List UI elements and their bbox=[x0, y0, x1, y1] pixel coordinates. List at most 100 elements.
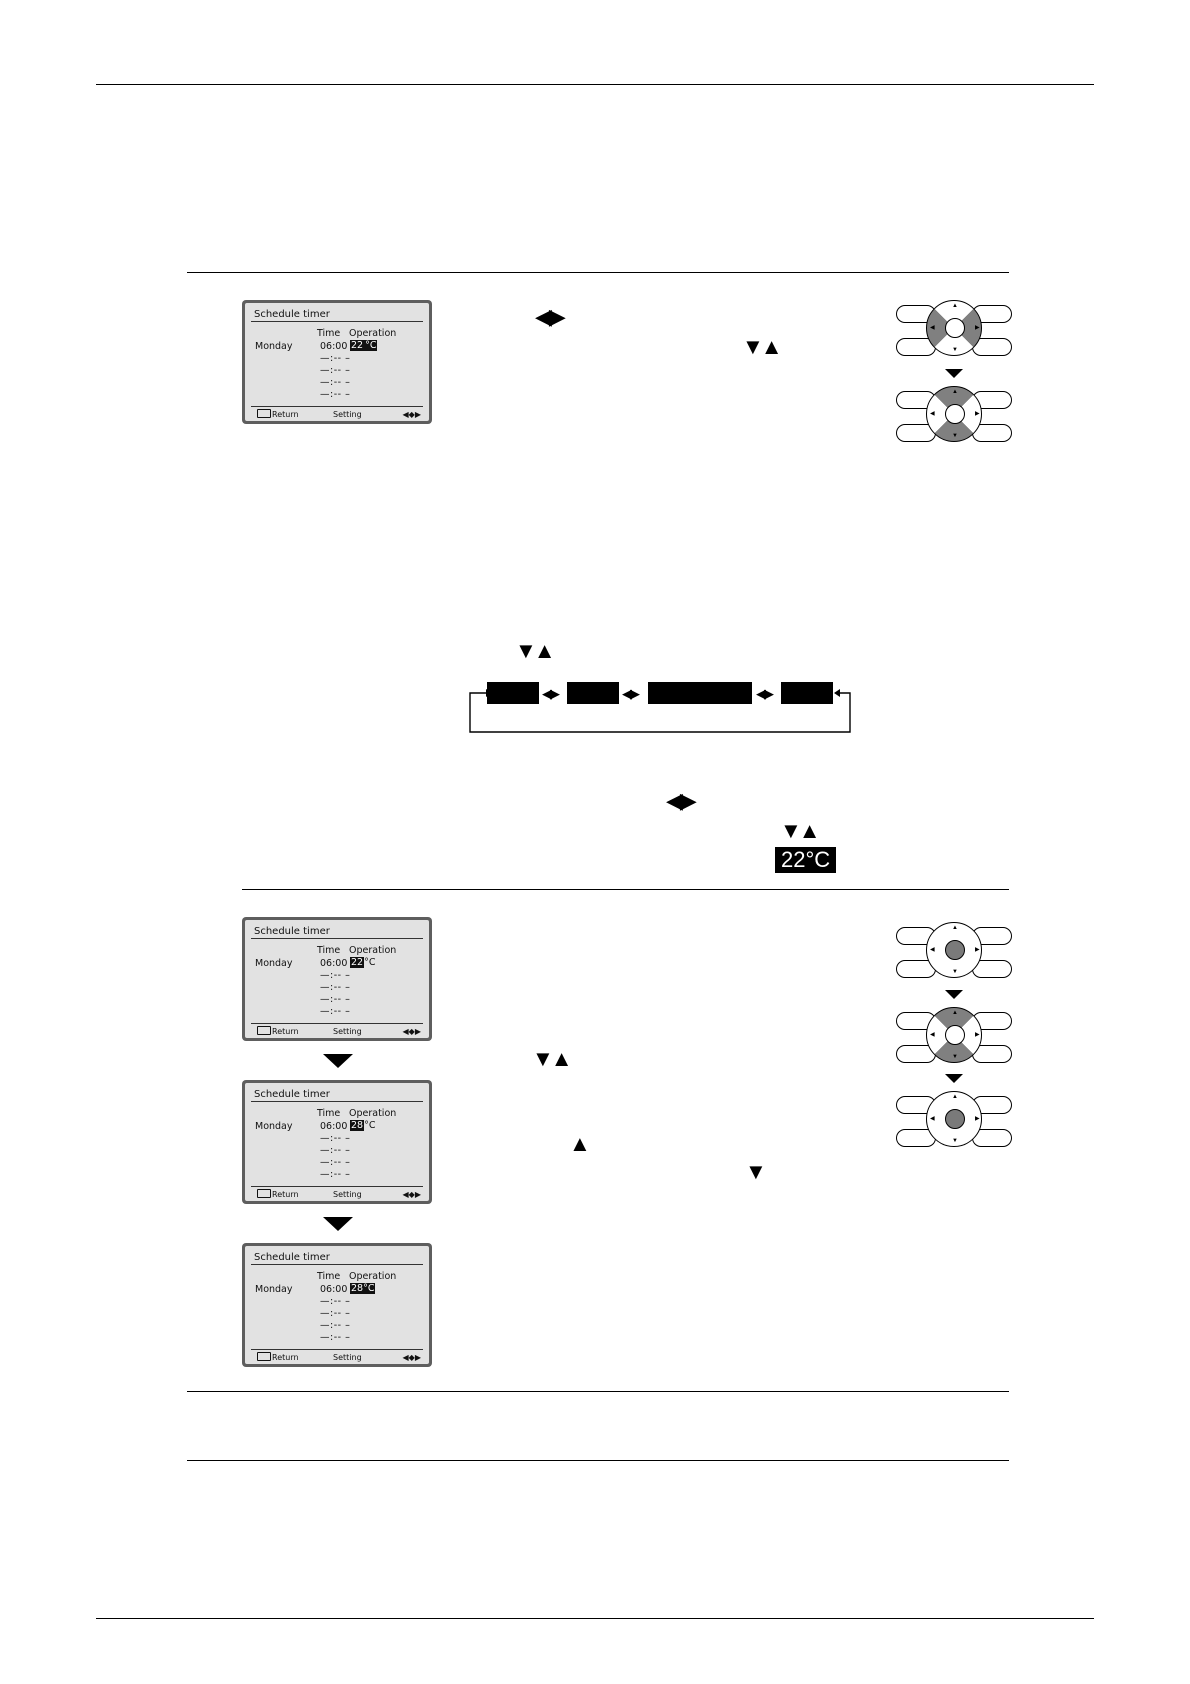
screen-title-divider bbox=[251, 321, 423, 322]
row-time: 06:00 bbox=[320, 1121, 348, 1132]
empty-row: —:-- – bbox=[320, 1332, 351, 1343]
footer-return-label: Return bbox=[272, 1190, 299, 1199]
footer-setting: Setting bbox=[333, 1027, 362, 1036]
selected-value: 22 bbox=[350, 340, 365, 351]
selected-value: 28°C bbox=[350, 1283, 376, 1294]
day-label: Monday bbox=[255, 1121, 293, 1132]
step-arrow-icon bbox=[945, 990, 963, 999]
empty-row: —:-- – bbox=[320, 1169, 351, 1180]
footer-setting: Setting bbox=[333, 1190, 362, 1199]
mode-option-box bbox=[487, 682, 539, 704]
footer-return-label: Return bbox=[272, 1027, 299, 1036]
column-header-time: Time bbox=[317, 1108, 341, 1119]
mode-option-box bbox=[781, 682, 833, 704]
lcd-screen-3: Schedule timer Time Operation Monday 06:… bbox=[242, 1080, 432, 1204]
screen-title-divider bbox=[251, 938, 423, 939]
empty-row: —:-- – bbox=[320, 1145, 351, 1156]
empty-row: —:-- – bbox=[320, 1296, 351, 1307]
row-operation: 28°C bbox=[350, 1120, 375, 1131]
header-rule bbox=[96, 84, 1094, 85]
section-rule-2 bbox=[242, 889, 1009, 890]
footer-return: Return bbox=[257, 1189, 299, 1199]
lcd-screen-2: Schedule timer Time Operation Monday 06:… bbox=[242, 917, 432, 1041]
lcd-screen-4: Schedule timer Time Operation Monday 06:… bbox=[242, 1243, 432, 1367]
footer-setting: Setting bbox=[333, 410, 362, 419]
column-header-operation: Operation bbox=[349, 1271, 397, 1282]
mode-option-box bbox=[648, 682, 752, 704]
remote-left-right-pressed: ▲ ▼ ◀ ▶ bbox=[896, 300, 1012, 358]
return-icon bbox=[257, 409, 271, 418]
row-time: 06:00 bbox=[320, 1284, 348, 1295]
left-right-arrows-icon: ◀▶ bbox=[535, 304, 566, 329]
screen-title: Schedule timer bbox=[254, 1089, 330, 1100]
down-up-arrows-icon: ▼▲ bbox=[780, 818, 821, 843]
footer-divider bbox=[251, 1023, 423, 1024]
unit-text: °C bbox=[364, 957, 376, 968]
empty-row: —:-- – bbox=[320, 377, 351, 388]
row-operation: 22°C bbox=[350, 340, 378, 351]
footer-setting: Setting bbox=[333, 1353, 362, 1362]
column-header-operation: Operation bbox=[349, 328, 397, 339]
left-right-small-icon: ◀▶ bbox=[622, 686, 640, 701]
screen-title: Schedule timer bbox=[254, 1252, 330, 1263]
footer-divider bbox=[251, 406, 423, 407]
remote-set-pressed: ▲ ▼ ◀ ▶ bbox=[896, 922, 1012, 980]
row-time: 06:00 bbox=[320, 341, 348, 352]
footer-nav-icon: ◀◆▶ bbox=[402, 1027, 421, 1036]
empty-row: —:-- – bbox=[320, 365, 351, 376]
unit-text: °C bbox=[364, 1120, 376, 1131]
column-header-time: Time bbox=[317, 945, 341, 956]
footer-divider bbox=[251, 1349, 423, 1350]
down-arrow-icon: ▼ bbox=[745, 1159, 767, 1184]
empty-row: —:-- – bbox=[320, 353, 351, 364]
screen-title: Schedule timer bbox=[254, 926, 330, 937]
footer-rule bbox=[96, 1618, 1094, 1619]
day-label: Monday bbox=[255, 341, 293, 352]
empty-row: —:-- – bbox=[320, 994, 351, 1005]
selected-value: 22 bbox=[350, 957, 365, 968]
footer-nav-icon: ◀◆▶ bbox=[402, 1190, 421, 1199]
section-rule-3 bbox=[187, 1391, 1009, 1392]
mode-option-box bbox=[567, 682, 619, 704]
footer-return-label: Return bbox=[272, 1353, 299, 1362]
empty-row: —:-- – bbox=[320, 1308, 351, 1319]
section-rule-4 bbox=[187, 1460, 1009, 1461]
up-arrow-icon: ▲ bbox=[569, 1131, 591, 1156]
empty-row: —:-- – bbox=[320, 1157, 351, 1168]
column-header-time: Time bbox=[317, 328, 341, 339]
day-label: Monday bbox=[255, 958, 293, 969]
column-header-time: Time bbox=[317, 1271, 341, 1282]
step-arrow-icon bbox=[323, 1054, 353, 1068]
footer-return: Return bbox=[257, 1026, 299, 1036]
return-icon bbox=[257, 1189, 271, 1198]
remote-up-down-pressed: ▲ ▼ ◀ ▶ bbox=[896, 386, 1012, 444]
footer-nav-icon: ◀◆▶ bbox=[402, 1353, 421, 1362]
footer-return-label: Return bbox=[272, 410, 299, 419]
footer-divider bbox=[251, 1186, 423, 1187]
down-up-arrows-icon: ▼▲ bbox=[532, 1046, 573, 1071]
screen-title-divider bbox=[251, 1264, 423, 1265]
step-arrow-icon bbox=[945, 369, 963, 378]
step-arrow-icon bbox=[323, 1217, 353, 1231]
empty-row: —:-- – bbox=[320, 1133, 351, 1144]
return-icon bbox=[257, 1352, 271, 1361]
footer-nav-icon: ◀◆▶ bbox=[402, 410, 421, 419]
left-right-small-icon: ◀▶ bbox=[756, 686, 774, 701]
column-header-operation: Operation bbox=[349, 945, 397, 956]
down-up-arrows-icon: ▼▲ bbox=[742, 334, 783, 359]
empty-row: —:-- – bbox=[320, 1006, 351, 1017]
footer-return: Return bbox=[257, 1352, 299, 1362]
selected-value: 28 bbox=[350, 1120, 365, 1131]
section-rule-1 bbox=[187, 272, 1009, 273]
day-label: Monday bbox=[255, 1284, 293, 1295]
empty-row: —:-- – bbox=[320, 970, 351, 981]
row-operation: 22°C bbox=[350, 957, 375, 968]
temperature-badge: 22°C bbox=[775, 847, 837, 873]
empty-row: —:-- – bbox=[320, 389, 351, 400]
remote-set-pressed: ▲ ▼ ◀ ▶ bbox=[896, 1091, 1012, 1149]
screen-title: Schedule timer bbox=[254, 309, 330, 320]
down-up-arrows-icon: ▼▲ bbox=[515, 638, 556, 663]
return-icon bbox=[257, 1026, 271, 1035]
unit-text: °C bbox=[364, 340, 378, 351]
empty-row: —:-- – bbox=[320, 1320, 351, 1331]
